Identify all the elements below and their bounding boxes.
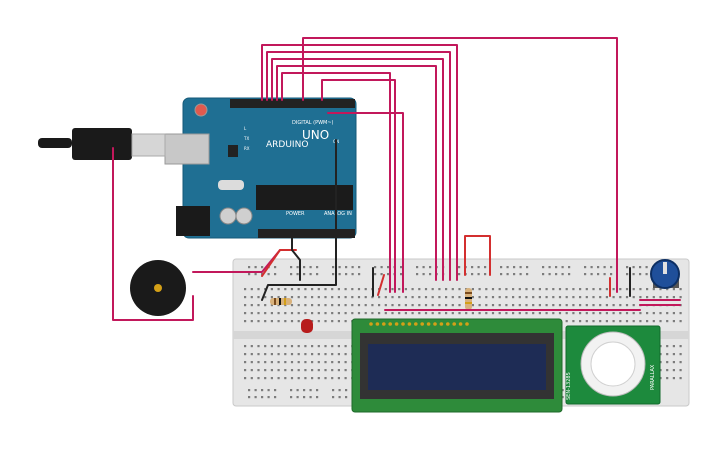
pir-label-right: PARALLAX <box>650 364 656 390</box>
arduino-brand: ARDUINO <box>266 140 308 150</box>
rx-label: RX <box>244 146 250 151</box>
analog-label: ANALOG IN <box>324 211 352 217</box>
usb-cable-icon[interactable] <box>38 128 166 160</box>
arduino-board[interactable]: ARDUINO UNO DIGITAL (PWM~) POWER ANALOG … <box>164 97 357 239</box>
digital-label: DIGITAL (PWM~) <box>292 120 334 126</box>
pir-sensor-icon[interactable]: SEN-13285 PARALLAX <box>565 325 661 405</box>
buzzer-icon[interactable] <box>130 260 186 316</box>
wires[interactable] <box>112 37 681 321</box>
potentiometer-icon[interactable] <box>650 259 680 289</box>
power-label: POWER <box>286 211 305 217</box>
lcd-pins <box>369 322 469 326</box>
tx-label: TX <box>243 136 249 141</box>
pir-label-left: SEN-13285 <box>566 372 572 400</box>
lcd-icon[interactable] <box>351 318 563 413</box>
arduino-model: UNO <box>302 128 329 142</box>
led-icon[interactable] <box>301 319 313 333</box>
resistor-icon[interactable] <box>270 298 292 305</box>
l-label: L <box>244 126 247 131</box>
resistor-lcd[interactable] <box>465 288 472 310</box>
